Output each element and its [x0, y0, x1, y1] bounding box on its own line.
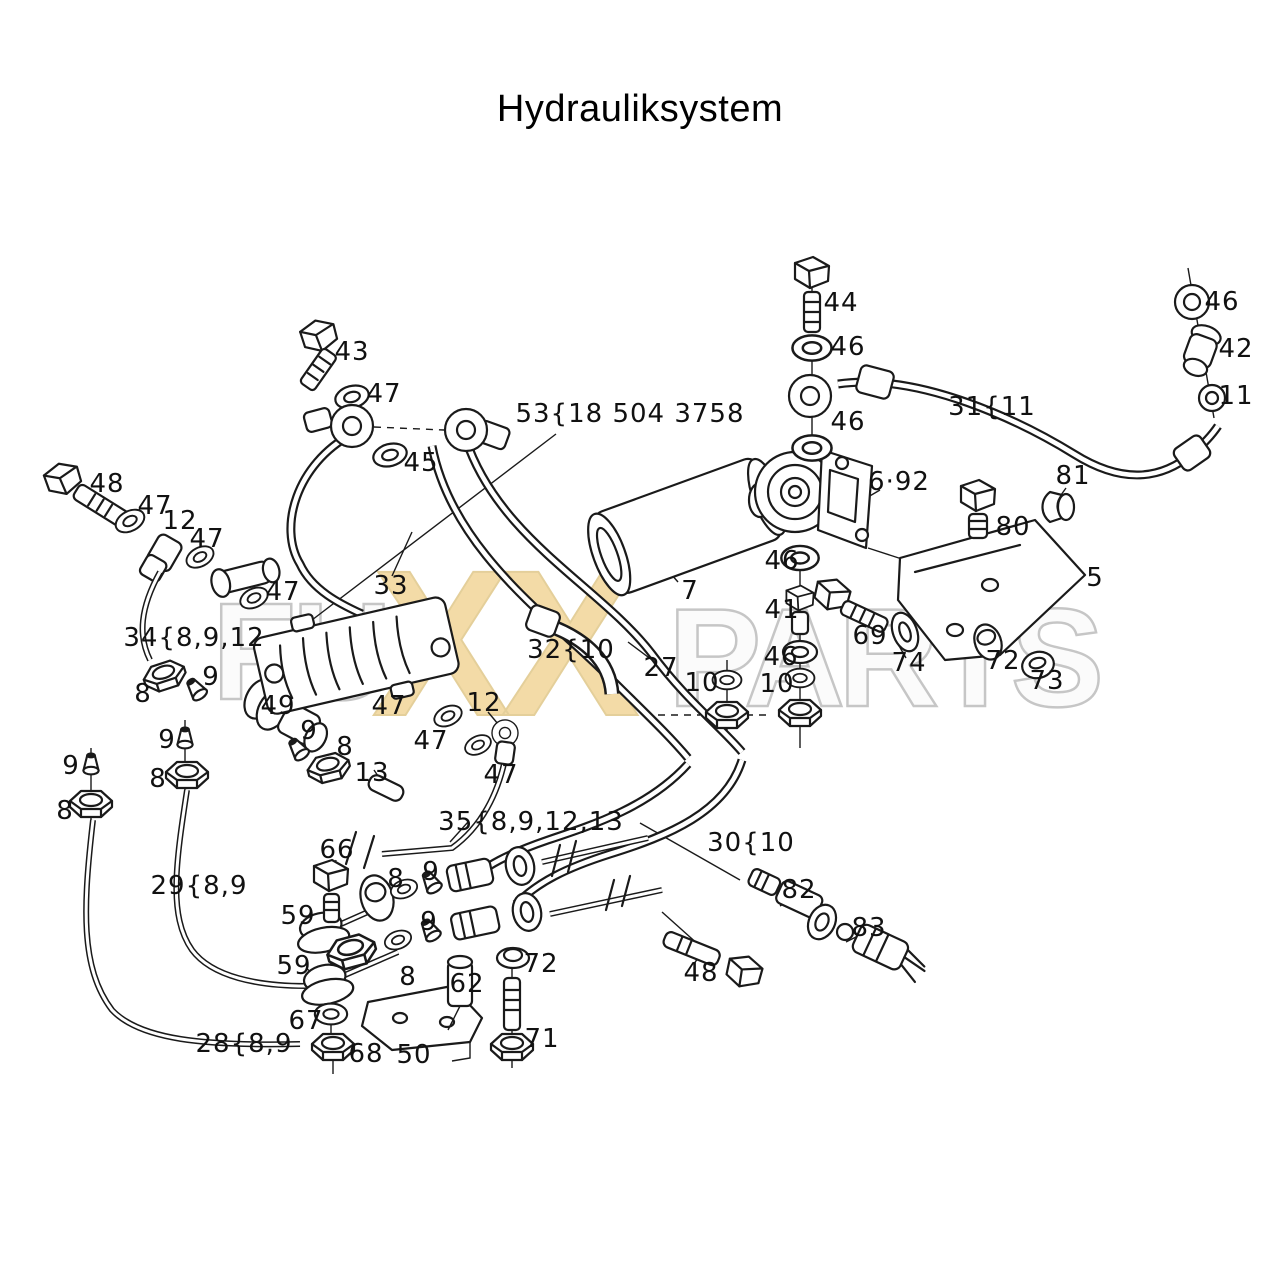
part-label-47: 47: [371, 691, 407, 721]
bracket-5: [896, 478, 1087, 662]
part-label-80: 80: [995, 512, 1031, 542]
part-label-46: 46: [830, 332, 866, 362]
part-label-66: 66: [319, 835, 355, 865]
part-label-47: 47: [413, 726, 449, 756]
fasteners-69-74-72-73: [811, 574, 1055, 680]
part-label-9: 9: [300, 716, 318, 746]
part-label-62: 62: [449, 969, 485, 999]
part-label-59: 59: [280, 901, 316, 931]
part-label-67: 67: [288, 1006, 324, 1036]
part-label-50: 50: [396, 1040, 432, 1070]
part-label-29-8-9: 29{8,9: [150, 871, 248, 901]
part-label-34-8-9-12: 34{8,9,12: [123, 623, 265, 653]
part-label-12: 12: [466, 688, 502, 718]
part-label-47: 47: [483, 760, 519, 790]
part-label-43: 43: [334, 337, 370, 367]
part-label-72: 72: [523, 949, 559, 979]
part-label-31-11: 31{11: [948, 392, 1036, 422]
part-label-8: 8: [387, 864, 405, 894]
part-label-8: 8: [149, 764, 167, 794]
part-label-9: 9: [158, 725, 176, 755]
coupler-82-83-group: [662, 868, 926, 992]
part-label-9: 9: [420, 907, 438, 937]
part-label-6-92: 6·92: [868, 467, 930, 497]
bolt-43-group: [297, 314, 511, 472]
part-label-9: 9: [62, 751, 80, 781]
steel-pipes: [86, 748, 662, 1044]
stack-top-right: [1173, 283, 1227, 413]
part-label-10: 10: [759, 669, 795, 699]
hoses: [291, 364, 1218, 904]
part-label-46: 46: [1204, 287, 1240, 317]
part-label-47: 47: [189, 524, 225, 554]
part-label-82: 82: [781, 875, 817, 905]
part-label-48: 48: [89, 469, 125, 499]
page-title: Hydrauliksystem: [496, 88, 784, 130]
plug-83: [851, 923, 926, 984]
part-label-11: 11: [1218, 381, 1254, 411]
part-label-9: 9: [422, 857, 440, 887]
part-label-72: 72: [985, 646, 1021, 676]
part-label-74: 74: [891, 648, 927, 678]
pump-6-92: [747, 448, 874, 550]
part-label-47: 47: [265, 577, 301, 607]
part-label-41: 41: [764, 595, 800, 625]
part-label-13: 13: [354, 758, 390, 788]
part-label-8: 8: [134, 679, 152, 709]
part-label-8: 8: [56, 796, 74, 826]
valve-block: [252, 596, 460, 715]
part-label-71: 71: [524, 1024, 560, 1054]
part-label-46: 46: [830, 407, 866, 437]
bolt-66-group: [310, 858, 356, 1062]
part-label-35-8-9-12-13: 35{8,9,12,13: [438, 807, 624, 837]
part-label-47: 47: [366, 379, 402, 409]
part-label-48: 48: [683, 958, 719, 988]
part-label-46: 46: [763, 642, 799, 672]
part-label-69: 69: [852, 621, 888, 651]
part-label-73: 73: [1029, 666, 1065, 696]
part-label-45: 45: [403, 448, 439, 478]
part-label-81: 81: [1055, 461, 1091, 491]
part-label-33: 33: [373, 571, 409, 601]
part-label-28-8-9: 28{8,9: [195, 1029, 293, 1059]
stack-above-pump: [787, 255, 833, 462]
part-label-49: 49: [260, 691, 296, 721]
part-label-12: 12: [162, 506, 198, 536]
part-label-8: 8: [399, 962, 417, 992]
part-label-83: 83: [851, 913, 887, 943]
clamp-81: [1041, 490, 1076, 524]
part-label-9: 9: [202, 662, 220, 692]
part-label-7: 7: [681, 576, 699, 606]
part-label-42: 42: [1218, 334, 1254, 364]
part-label-8: 8: [336, 732, 354, 762]
part-label-68: 68: [348, 1039, 384, 1069]
part-label-46: 46: [764, 546, 800, 576]
part-label-59: 59: [276, 951, 312, 981]
part-label-53-18-504-3758: 53{18 504 3758: [515, 399, 745, 429]
part-label-27: 27: [643, 653, 679, 683]
swivel-59-lower: [301, 963, 355, 1006]
part-label-5: 5: [1086, 563, 1104, 593]
stack-below-pump: [704, 544, 823, 730]
part-label-47: 47: [137, 491, 173, 521]
coupling-row-lower: [323, 892, 543, 974]
part-label-32-10: 32{10: [527, 635, 615, 665]
coupling-row-upper: [359, 846, 536, 922]
part-label-44: 44: [823, 288, 859, 318]
part-label-10: 10: [684, 668, 720, 698]
sleeve-13: [367, 774, 405, 802]
plate-50-group: [360, 946, 535, 1062]
part-label-30-10: 30{10: [707, 828, 795, 858]
